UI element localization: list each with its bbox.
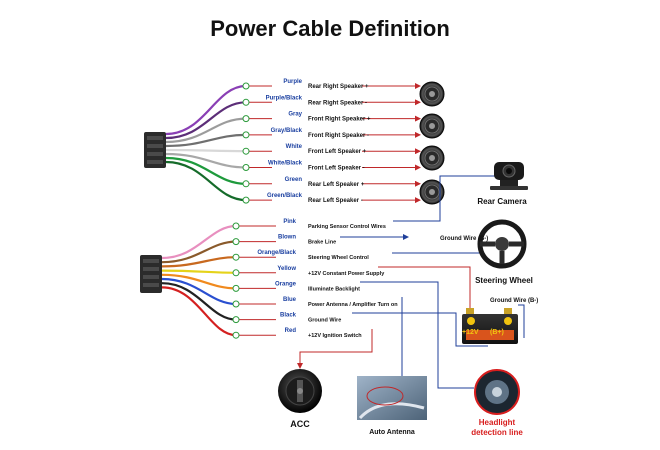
wire-function-label: Rear Left Speaker - <box>308 198 363 204</box>
top-wire <box>165 148 247 153</box>
rear-camera-label: Rear Camera <box>477 197 527 206</box>
top-wire <box>165 117 247 144</box>
bottom-wire <box>161 224 237 260</box>
bottom-wire <box>161 286 237 337</box>
wire-terminal <box>242 196 250 204</box>
wire-color-label: Pink <box>283 219 296 225</box>
speaker-icon <box>419 179 445 205</box>
wire-terminal <box>232 316 240 324</box>
wire-color-label: Green/Black <box>267 193 303 199</box>
speaker-icon <box>419 81 445 107</box>
wire-color-label: Yellow <box>277 266 296 272</box>
top-harness-wires <box>165 82 421 204</box>
wire-color-label: Gray/Black <box>271 128 303 134</box>
bottom-harness-wires <box>161 222 276 339</box>
wire-color-label: Black <box>280 313 297 319</box>
headlight-label-line2: detection line <box>471 428 523 437</box>
top-wire <box>165 101 247 140</box>
wire-terminal <box>232 269 240 277</box>
wire-function-label: Front Right Speaker - <box>308 133 369 139</box>
wire-function-label: Rear Right Speaker + <box>308 84 369 90</box>
wire-terminal <box>232 253 240 261</box>
wire-terminal <box>242 131 250 139</box>
wire-function-label: Front Left Speaker + <box>308 149 367 155</box>
bottom-wire <box>161 240 237 264</box>
wire-color-label: Purple <box>283 79 302 85</box>
wire-function-label: Power Antenna / Amplifier Turn on <box>308 302 398 308</box>
battery-ground-label: Ground Wire (B-) <box>490 298 538 304</box>
wire-terminal <box>242 164 250 171</box>
bottom-wire <box>161 282 237 321</box>
steering-wheel-icon <box>477 219 527 269</box>
wire-terminal <box>232 222 240 230</box>
battery-bplus-label: (B+) <box>490 329 504 336</box>
wire-terminal <box>232 284 240 292</box>
wire-color-label: White/Black <box>268 161 303 167</box>
wire-function-label: +12V Constant Power Supply <box>308 271 385 277</box>
wire-terminal <box>242 180 250 188</box>
bottom-wire <box>161 256 237 268</box>
wire-function-label: Steering Wheel Control <box>308 255 369 261</box>
wire-color-label: Green <box>285 177 303 183</box>
wire-terminal <box>232 238 240 246</box>
wire-function-label: Ground Wire <box>308 318 341 324</box>
wire-terminal <box>242 82 250 90</box>
wire-terminal <box>232 331 240 339</box>
bottom-connector-icon <box>140 255 162 293</box>
top-wire <box>165 133 247 148</box>
wire-color-label: Red <box>285 328 297 334</box>
auto-antenna-label: Auto Antenna <box>369 429 415 436</box>
speaker-icon <box>419 145 445 171</box>
top-wire <box>165 160 247 202</box>
wire-function-label: Front Left Speaker - <box>308 166 365 172</box>
steering-wheel-label: Steering Wheel <box>475 276 533 285</box>
wire-terminal <box>232 300 240 308</box>
bottom-wire <box>161 269 237 274</box>
wire-color-label: White <box>286 144 303 150</box>
wire-function-label: Illuminate Backlight <box>308 286 360 292</box>
wire-function-label: Rear Right Speaker - <box>308 100 367 106</box>
battery-plus-label: +12V <box>462 329 479 336</box>
wire-function-label: +12V Ignition Switch <box>308 333 362 339</box>
wire-color-label: Gray <box>288 112 302 118</box>
wire-function-label: Parking Sensor Control Wires <box>308 224 386 230</box>
wire-color-label: Blown <box>278 235 296 241</box>
rear-camera-icon <box>490 162 528 190</box>
wire-terminal <box>242 115 250 123</box>
auto-antenna-icon <box>357 376 427 420</box>
headlight-label-line1: Headlight <box>479 418 516 427</box>
wire-terminal <box>242 147 250 155</box>
wire-function-label: Front Right Speaker + <box>308 117 371 123</box>
top-wire <box>165 156 247 185</box>
page-title: Power Cable Definition <box>210 16 450 41</box>
wire-color-label: Purple/Black <box>266 95 303 101</box>
battery-icon <box>462 308 518 344</box>
top-wire <box>165 84 247 136</box>
bottom-wire <box>161 273 237 290</box>
wire-color-label: Blue <box>283 297 297 303</box>
ignition-switch-icon <box>278 369 322 413</box>
speakers <box>419 81 445 205</box>
wire-color-label: Orange <box>275 281 297 287</box>
top-wire <box>165 152 247 169</box>
wire-color-label: Orange/Black <box>257 250 296 256</box>
bottom-wire <box>161 277 237 306</box>
top-connector-icon <box>144 132 166 168</box>
speaker-icon <box>419 113 445 139</box>
wire-function-label: Brake Line <box>308 240 336 246</box>
wire-terminal <box>242 98 250 106</box>
headlight-icon <box>474 369 520 415</box>
wire-function-label: Rear Left Speaker + <box>308 182 365 188</box>
acc-label: ACC <box>290 419 310 429</box>
brake-ground-label: Ground Wire (B-) <box>440 236 488 242</box>
